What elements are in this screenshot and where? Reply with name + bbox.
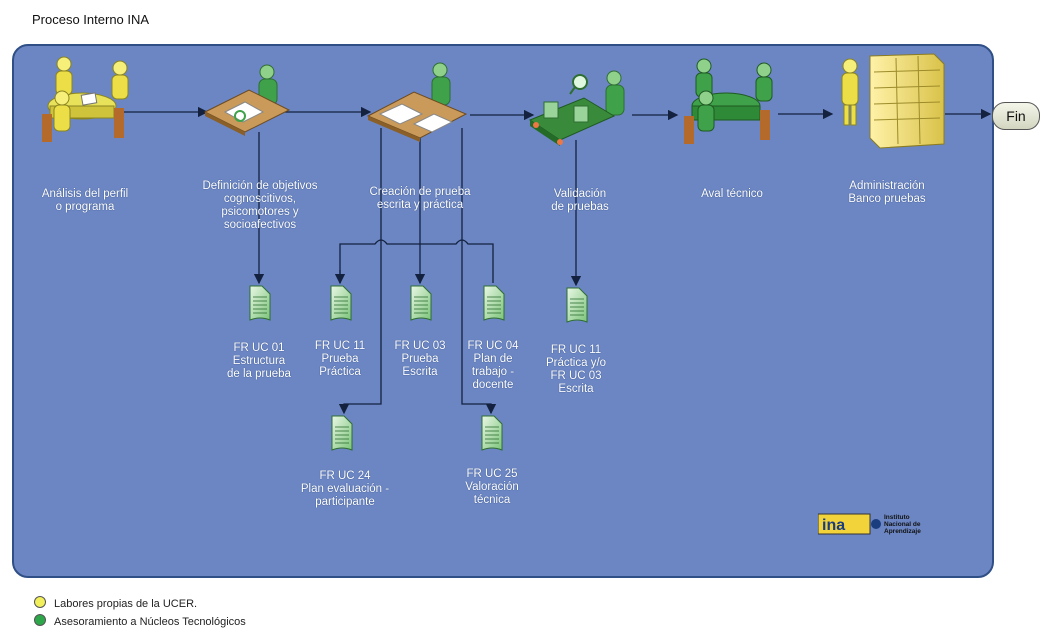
- doc-label-fr-uc-01: FR UC 01 Estructura de la prueba: [227, 342, 291, 380]
- step-label-creacion: Creación de prueba escrita y práctica: [369, 186, 471, 211]
- writing-desk-icon: [203, 64, 291, 136]
- doc-label-fr-uc-03-escrita: FR UC 03 Prueba Escrita: [394, 340, 446, 378]
- svg-text:Nacional de: Nacional de: [884, 521, 921, 528]
- legend-item-asesoramiento: Asesoramiento a Núcleos Tecnológicos: [34, 614, 246, 628]
- step-label-aval: Aval técnico: [701, 188, 763, 200]
- doc-arrow: [338, 128, 382, 415]
- step-label-definicion: Definición de objetivos cognoscitivos, p…: [202, 180, 318, 231]
- writing-desk-icon: [366, 62, 468, 142]
- validation-conveyor-icon: [528, 70, 625, 146]
- svg-text:Instituto: Instituto: [884, 514, 910, 521]
- server-rack-icon: [841, 53, 945, 149]
- doc-label-fr-uc-11-03: FR UC 11 Práctica y/o FR UC 03 Escrita: [545, 344, 607, 395]
- document-icon: [331, 415, 353, 451]
- legend-label: Asesoramiento a Núcleos Tecnológicos: [54, 616, 246, 628]
- legend-label: Labores propias de la UCER.: [54, 598, 198, 610]
- document-icon: [249, 285, 271, 321]
- document-icon: [566, 287, 588, 323]
- step-label-administracion: Administración Banco pruebas: [848, 180, 926, 205]
- document-icon: [481, 415, 503, 451]
- document-icon: [330, 285, 352, 321]
- ina-logo: ina Instituto Nacional de Aprendizaje: [818, 513, 921, 535]
- diagram-title: Proceso Interno INA: [32, 12, 150, 27]
- legend-yellow-dot: [34, 596, 46, 608]
- legend-green-dot: [34, 614, 46, 626]
- doc-branch: [339, 239, 494, 283]
- end-terminal: Fin: [992, 102, 1040, 130]
- document-icon: [483, 285, 505, 321]
- document-icon: [410, 285, 432, 321]
- meeting-icon: [684, 58, 773, 144]
- doc-label-fr-uc-11-practica: FR UC 11 Prueba Práctica: [314, 340, 366, 378]
- svg-text:ina: ina: [822, 517, 845, 534]
- step-label-validacion: Validación de pruebas: [551, 188, 609, 213]
- meeting-icon: [42, 56, 129, 142]
- step-label-analisis: Análisis del perfil o programa: [41, 188, 129, 213]
- doc-arrow: [461, 128, 497, 415]
- doc-label-fr-uc-24: FR UC 24 Plan evaluación - participante: [300, 470, 390, 508]
- doc-label-fr-uc-04: FR UC 04 Plan de trabajo - docente: [467, 340, 519, 391]
- legend-item-ucer: Labores propias de la UCER.: [34, 596, 197, 610]
- doc-label-fr-uc-25: FR UC 25 Valoración técnica: [465, 468, 519, 506]
- svg-text:Aprendizaje: Aprendizaje: [884, 528, 921, 535]
